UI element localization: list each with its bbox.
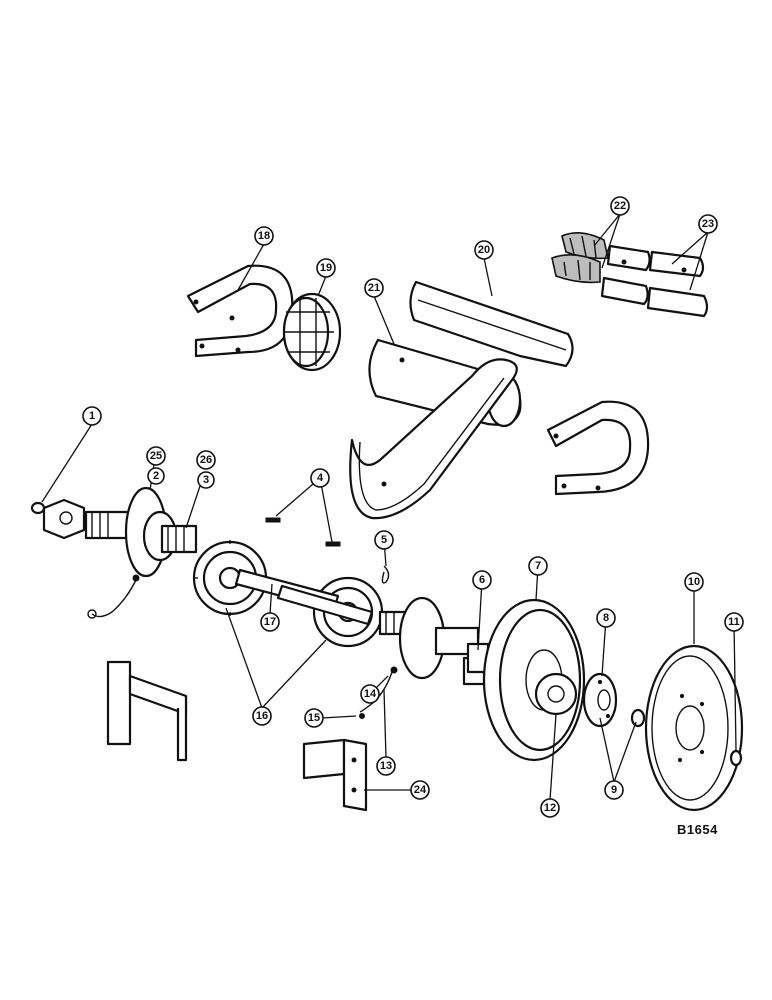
callout-22: 22 bbox=[610, 196, 630, 216]
callout-11: 11 bbox=[724, 612, 744, 632]
svg-text:4: 4 bbox=[317, 472, 324, 484]
callout-26: 26 bbox=[196, 450, 216, 470]
pulley-10 bbox=[644, 644, 744, 812]
cover-plate-20 bbox=[409, 280, 574, 368]
callout-15: 15 bbox=[304, 708, 324, 728]
sprocket-12 bbox=[534, 672, 578, 716]
keys-4 bbox=[265, 517, 341, 547]
svg-text:5: 5 bbox=[381, 534, 387, 546]
grease-line-left bbox=[87, 574, 140, 619]
drive-chain bbox=[349, 358, 518, 520]
svg-text:6: 6 bbox=[479, 574, 485, 586]
left-shaft-assembly bbox=[30, 486, 198, 578]
callout-25: 25 bbox=[146, 446, 166, 466]
rubber-pads-22 bbox=[551, 232, 609, 284]
callout-12: 12 bbox=[540, 798, 560, 818]
callout-8: 8 bbox=[596, 608, 616, 628]
svg-text:13: 13 bbox=[380, 760, 392, 772]
svg-text:17: 17 bbox=[264, 616, 276, 628]
callout-20: 20 bbox=[474, 240, 494, 260]
svg-text:25: 25 bbox=[150, 450, 162, 462]
svg-text:24: 24 bbox=[414, 784, 427, 796]
callout-13: 13 bbox=[376, 756, 396, 776]
callout-4: 4 bbox=[310, 468, 330, 488]
svg-text:21: 21 bbox=[368, 282, 380, 294]
callout-2: 2 bbox=[147, 467, 165, 485]
callout-3: 3 bbox=[197, 471, 215, 489]
callout-9: 9 bbox=[604, 780, 624, 800]
sprocket-left-16 bbox=[192, 540, 268, 616]
svg-text:2: 2 bbox=[153, 470, 159, 482]
bushing-9 bbox=[630, 708, 646, 728]
svg-text:20: 20 bbox=[478, 244, 490, 256]
callout-24: 24 bbox=[410, 780, 430, 800]
callout-18: 18 bbox=[254, 226, 274, 246]
svg-text:22: 22 bbox=[614, 200, 626, 212]
segments-23 bbox=[600, 244, 709, 318]
svg-text:1: 1 bbox=[89, 410, 95, 422]
svg-text:8: 8 bbox=[603, 612, 609, 624]
callout-1: 1 bbox=[82, 406, 102, 426]
guard-sheet-right bbox=[546, 400, 650, 496]
svg-text:19: 19 bbox=[320, 262, 332, 274]
callout-6: 6 bbox=[472, 570, 492, 590]
svg-text:7: 7 bbox=[535, 560, 541, 572]
callout-14: 14 bbox=[360, 684, 380, 704]
callout-16: 16 bbox=[252, 706, 272, 726]
callout-21: 21 bbox=[364, 278, 384, 298]
svg-text:9: 9 bbox=[611, 784, 617, 796]
figure-id: B1654 bbox=[677, 822, 718, 837]
guard-sheet-18 bbox=[186, 264, 294, 358]
svg-text:16: 16 bbox=[256, 710, 268, 722]
svg-text:18: 18 bbox=[258, 230, 270, 242]
svg-text:15: 15 bbox=[308, 712, 320, 724]
svg-text:14: 14 bbox=[364, 688, 377, 700]
svg-text:3: 3 bbox=[203, 474, 209, 486]
svg-text:10: 10 bbox=[688, 576, 700, 588]
shaft-17 bbox=[234, 568, 374, 626]
svg-text:23: 23 bbox=[702, 218, 714, 230]
callout-17: 17 bbox=[260, 612, 280, 632]
callouts: 1 25 2 26 3 4 5 6 7 8 10 11 9 12 13 14 1… bbox=[82, 196, 744, 818]
bracket-24 bbox=[302, 738, 368, 812]
bracket-left bbox=[106, 660, 188, 762]
pulley-7 bbox=[482, 598, 586, 762]
svg-text:11: 11 bbox=[728, 616, 740, 628]
callout-23: 23 bbox=[698, 214, 718, 234]
svg-text:12: 12 bbox=[544, 802, 556, 814]
svg-text:26: 26 bbox=[200, 454, 212, 466]
pin-5 bbox=[381, 565, 390, 584]
callout-7: 7 bbox=[528, 556, 548, 576]
callout-19: 19 bbox=[316, 258, 336, 278]
roller-19 bbox=[282, 292, 342, 372]
callout-5: 5 bbox=[374, 530, 394, 550]
hub-8 bbox=[582, 672, 618, 728]
callout-10: 10 bbox=[684, 572, 704, 592]
